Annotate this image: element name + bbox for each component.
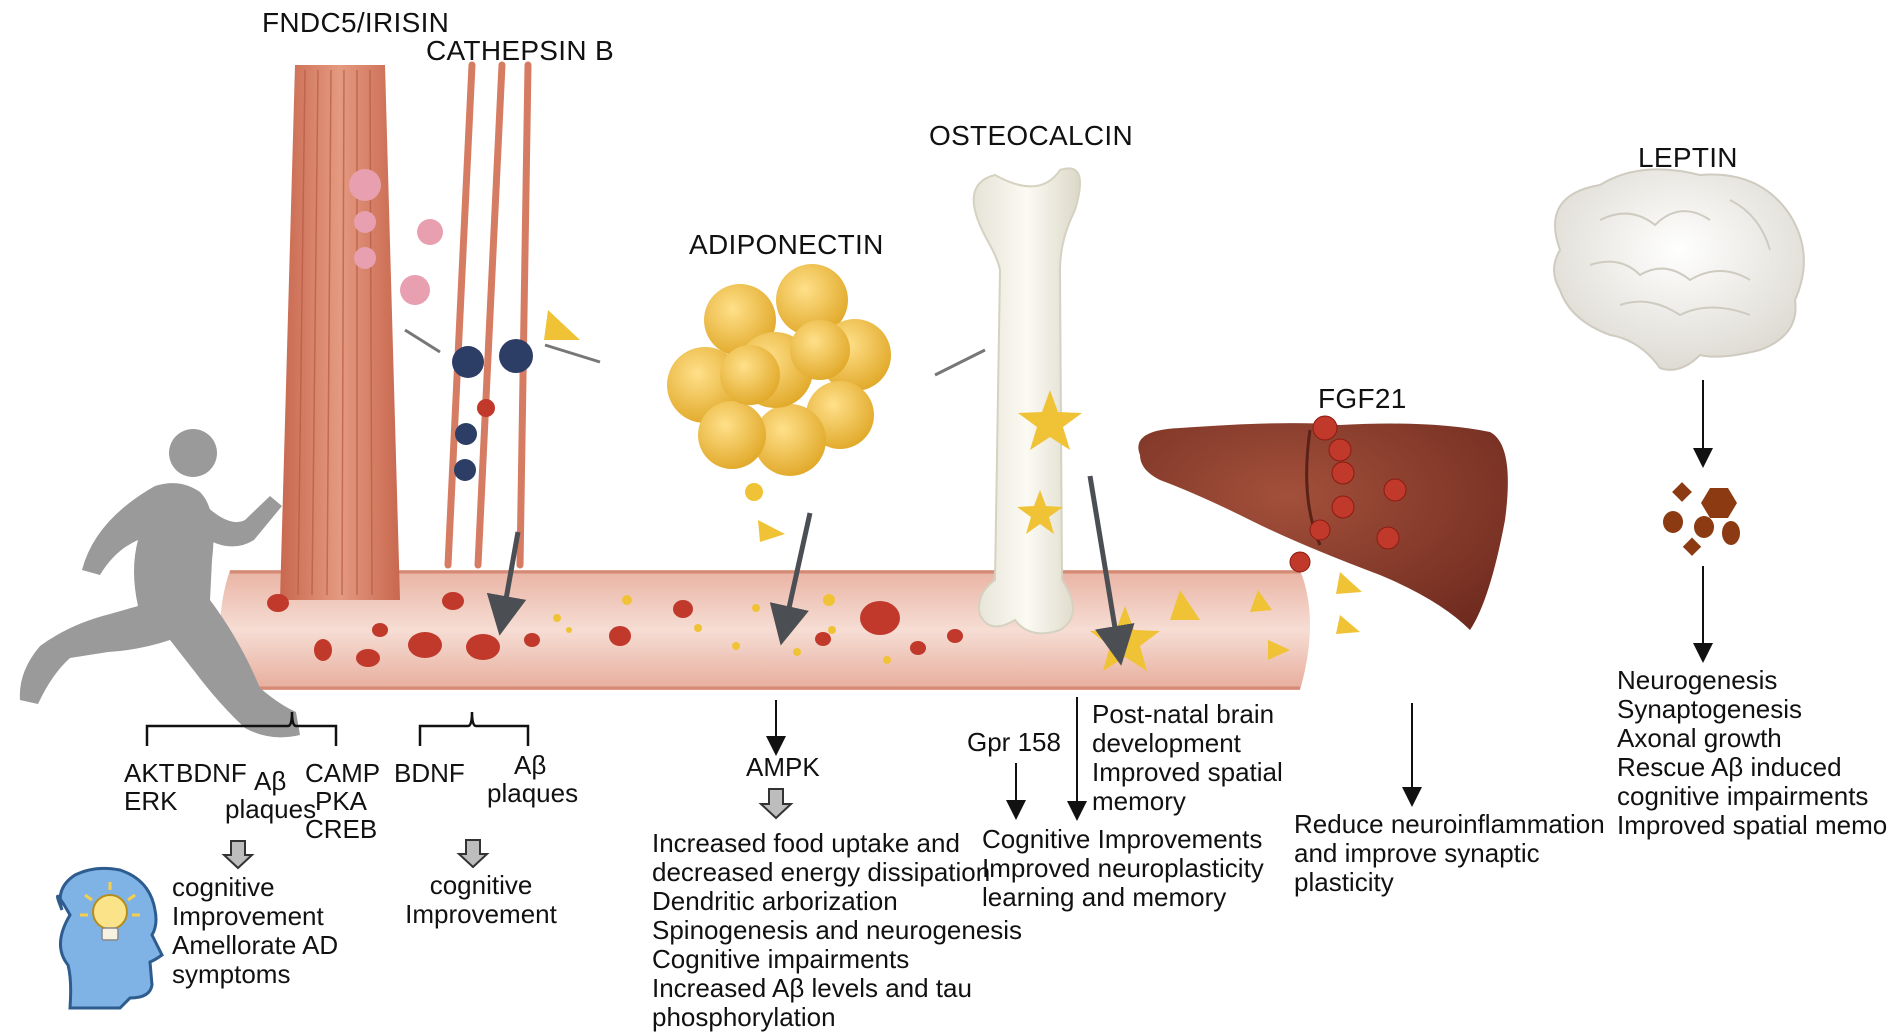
leptin-effect: Improved spatial memory	[1617, 810, 1888, 840]
irisin-outcome: Improvement	[172, 901, 324, 931]
cathepsin-particles	[452, 310, 580, 481]
adiponectin-effect: Cognitive impairments	[652, 944, 910, 974]
osteocalcin-side-effect: Improved spatial	[1092, 757, 1283, 787]
pka-label: PKA	[315, 786, 368, 816]
osteocalcin-side-effect: development	[1092, 728, 1241, 758]
adiponectin-effect: phosphorylation	[652, 1002, 836, 1032]
brain-icon	[1553, 168, 1805, 371]
creb-label: CREB	[305, 814, 378, 844]
irisin-particles	[349, 169, 443, 305]
adiponectin-effects: Increased food uptake and decreased ener…	[652, 829, 1022, 1032]
leptin-molecules	[1663, 482, 1740, 556]
irisin-outcomes: cognitive Improvement Amellorate AD symp…	[172, 873, 338, 989]
osteocalcin-side-effects: Post-natal brain development Improved sp…	[1092, 700, 1283, 816]
fgf21-effect: Reduce neuroinflammation	[1294, 809, 1605, 839]
osteocalcin-effects: Cognitive Improvements Improved neuropla…	[982, 825, 1264, 912]
irisin-outcome: symptoms	[172, 959, 291, 989]
osteocalcin-effect: Cognitive Improvements	[982, 824, 1263, 854]
bdnf-label: BDNF	[176, 758, 247, 788]
adiponectin-effect: Dendritic arborization	[652, 886, 898, 916]
abeta-label: Aβ	[254, 766, 287, 796]
ampk-label: AMPK	[746, 752, 820, 782]
irisin-brace	[145, 711, 338, 746]
adiponectin-label: ADIPONECTIN	[689, 229, 884, 260]
fgf21-effect: and improve synaptic	[1294, 838, 1540, 868]
osteocalcin-side-effect: Post-natal brain	[1092, 699, 1275, 729]
plaques-label: plaques	[225, 794, 317, 824]
leptin-effects: Neurogenesis Synaptogenesis Axonal growt…	[1617, 666, 1888, 840]
adiponectin-effect: Spinogenesis and neurogenesis	[652, 915, 1023, 945]
leptin-effect: Neurogenesis	[1617, 665, 1778, 695]
erk-label: ERK	[124, 786, 178, 816]
osteocalcin-side-effect: memory	[1092, 786, 1186, 816]
muscle-fibers-icon	[280, 61, 532, 600]
irisin-outcome: cognitive	[172, 872, 275, 902]
irisin-outcome: Amellorate AD	[172, 930, 339, 960]
cathepsin-outcomes: cognitive Improvement	[402, 871, 560, 929]
gpr158-label: Gpr 158	[967, 727, 1061, 757]
osteocalcin-effect: learning and memory	[982, 882, 1227, 912]
leptin-effect: cognitive impairments	[1617, 781, 1869, 811]
fndc5-irisin-label: FNDC5/IRISIN	[262, 7, 450, 38]
osteocalcin-effect: Improved neuroplasticity	[982, 853, 1264, 883]
fgf21-effect: plasticity	[1294, 867, 1394, 897]
cathepsin-outcome: cognitive	[429, 870, 533, 900]
cathepsin-bdnf-label: BDNF	[394, 758, 465, 788]
runner-icon	[19, 429, 300, 738]
leptin-effect: Axonal growth	[1617, 723, 1782, 753]
adiponectin-effect: Increased Aβ levels and tau	[652, 973, 972, 1003]
leptin-label: LEPTIN	[1638, 142, 1738, 173]
cathepsin-plaques-label: plaques	[487, 778, 579, 808]
osteocalcin-label: OSTEOCALCIN	[929, 120, 1134, 151]
cathepsin-outcome: Improvement	[405, 899, 557, 929]
liver-icon	[1138, 415, 1508, 660]
camp-label: CAMP	[305, 758, 381, 788]
leptin-effect: Rescue Aβ induced	[1617, 752, 1842, 782]
akt-label: AKT	[124, 758, 175, 788]
cathepsin-brace	[418, 711, 530, 746]
cathepsin-abeta-label: Aβ	[514, 750, 547, 780]
cathepsin-b-label: CATHEPSIN B	[426, 35, 614, 66]
adiponectin-effect: decreased energy dissipation	[652, 857, 991, 887]
head-lightbulb-icon	[56, 866, 164, 1010]
adiponectin-effect: Increased food uptake and	[652, 828, 960, 858]
fgf21-effects: Reduce neuroinflammation and improve syn…	[1294, 810, 1605, 897]
leptin-effect: Synaptogenesis	[1617, 694, 1803, 724]
fgf21-label: FGF21	[1318, 383, 1407, 414]
fat-cells-icon	[667, 264, 891, 542]
